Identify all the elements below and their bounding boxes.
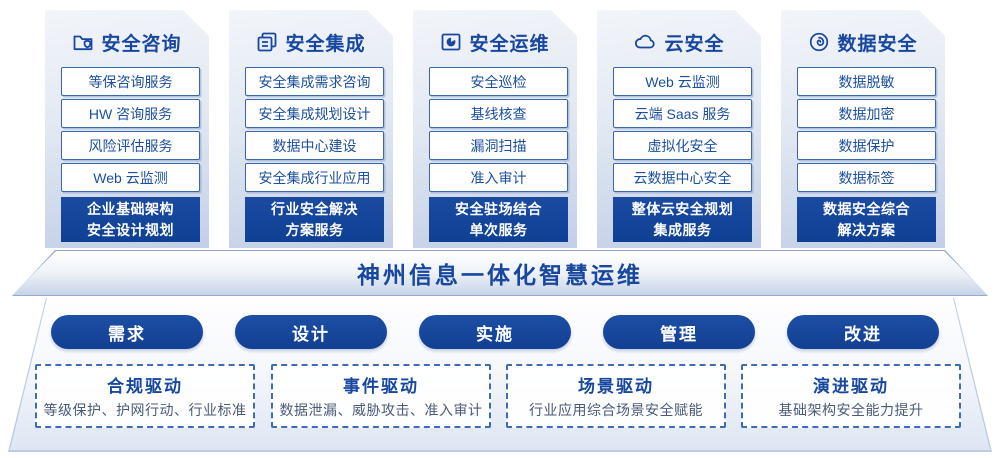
driver-title: 合规驱动 xyxy=(107,377,183,396)
service-item: 安全集成行业应用 xyxy=(245,163,384,192)
service-item: 数据加密 xyxy=(797,99,936,128)
card-header: 安全集成 xyxy=(229,29,393,55)
service-item: Web 云监测 xyxy=(613,67,752,96)
service-item: 数据标签 xyxy=(797,163,936,192)
service-item: 数据脱敏 xyxy=(797,67,936,96)
card-footer: 数据安全综合 解决方案 xyxy=(797,197,936,242)
pill-design: 设计 xyxy=(235,315,387,349)
pill-improvement: 改进 xyxy=(787,315,939,349)
pill-implementation: 实施 xyxy=(419,315,571,349)
card-title: 安全集成 xyxy=(285,33,366,55)
card-footer: 安全驻场结合 单次服务 xyxy=(429,197,568,242)
card-items: 数据脱敏 数据加密 数据保护 数据标签 xyxy=(797,67,936,192)
service-item: 等保咨询服务 xyxy=(61,67,200,96)
footer-line: 整体云安全规划 xyxy=(631,201,734,218)
driver-box-scenario: 场景驱动 行业应用综合场景安全赋能 xyxy=(506,364,726,428)
service-item: 安全巡检 xyxy=(429,67,568,96)
window-clock-icon xyxy=(440,31,462,53)
footer-line: 解决方案 xyxy=(837,221,896,238)
card-footer: 整体云安全规划 集成服务 xyxy=(613,197,752,242)
footer-line: 安全驻场结合 xyxy=(455,201,542,218)
driver-desc: 等级保护、护网行动、行业标准 xyxy=(43,402,247,418)
card-title: 安全运维 xyxy=(469,33,550,55)
card-title: 数据安全 xyxy=(837,33,918,55)
service-item: 数据中心建设 xyxy=(245,131,384,160)
banner-trapezoid: 神州信息一体化智慧运维 xyxy=(0,250,1000,296)
card-data-security: 数据安全 数据脱敏 数据加密 数据保护 数据标签 数据安全综合 解决方案 xyxy=(781,10,945,248)
service-item: 基线核查 xyxy=(429,99,568,128)
card-security-operations: 安全运维 安全巡检 基线核查 漏洞扫描 准入审计 安全驻场结合 单次服务 xyxy=(413,10,577,248)
card-items: 安全巡检 基线核查 漏洞扫描 准入审计 xyxy=(429,67,568,192)
service-item: 准入审计 xyxy=(429,163,568,192)
card-title: 安全咨询 xyxy=(101,33,182,55)
banner-title: 神州信息一体化智慧运维 xyxy=(357,262,643,288)
service-item: 安全集成规划设计 xyxy=(245,99,384,128)
footer-line: 安全设计规划 xyxy=(87,221,174,238)
card-header: 安全运维 xyxy=(413,29,577,55)
pill-requirement: 需求 xyxy=(51,315,203,349)
driver-title: 演进驱动 xyxy=(813,377,889,396)
driver-desc: 行业应用综合场景安全赋能 xyxy=(529,402,703,418)
service-item: 漏洞扫描 xyxy=(429,131,568,160)
pill-management: 管理 xyxy=(603,315,755,349)
driver-desc: 数据泄漏、威胁攻击、准入审计 xyxy=(279,402,483,418)
cloud-icon xyxy=(633,31,657,53)
card-title: 云安全 xyxy=(664,33,725,55)
footer-line: 单次服务 xyxy=(469,221,528,238)
service-item: 风险评估服务 xyxy=(61,131,200,160)
card-cloud-security: 云安全 Web 云监测 云端 Saas 服务 虚拟化安全 云数据中心安全 整体云… xyxy=(597,10,761,248)
card-items: 等保咨询服务 HW 咨询服务 风险评估服务 Web 云监测 xyxy=(61,67,200,192)
service-item: 云数据中心安全 xyxy=(613,163,752,192)
footer-line: 数据安全综合 xyxy=(823,201,910,218)
driver-title: 场景驱动 xyxy=(578,377,654,396)
driver-box-evolution: 演进驱动 基础架构安全能力提升 xyxy=(741,364,961,428)
card-footer: 企业基础架构 安全设计规划 xyxy=(61,197,200,242)
service-item: 云端 Saas 服务 xyxy=(613,99,752,128)
footer-line: 集成服务 xyxy=(653,221,712,238)
footer-line: 方案服务 xyxy=(285,221,344,238)
card-items: Web 云监测 云端 Saas 服务 虚拟化安全 云数据中心安全 xyxy=(613,67,752,192)
card-header: 云安全 xyxy=(597,29,761,55)
stacked-docs-icon xyxy=(256,31,278,53)
footer-line: 企业基础架构 xyxy=(87,201,174,218)
footer-line: 行业安全解决 xyxy=(271,201,358,218)
service-item: 数据保护 xyxy=(797,131,936,160)
card-security-consulting: 安全咨询 等保咨询服务 HW 咨询服务 风险评估服务 Web 云监测 企业基础架… xyxy=(45,10,209,248)
card-footer: 行业安全解决 方案服务 xyxy=(245,197,384,242)
service-item: HW 咨询服务 xyxy=(61,99,200,128)
service-item: 虚拟化安全 xyxy=(613,131,752,160)
service-item: Web 云监测 xyxy=(61,163,200,192)
card-header: 安全咨询 xyxy=(45,29,209,55)
card-header: 数据安全 xyxy=(781,29,945,55)
banner-surface: 神州信息一体化智慧运维 xyxy=(2,251,998,295)
card-items: 安全集成需求咨询 安全集成规划设计 数据中心建设 安全集成行业应用 xyxy=(245,67,384,192)
driver-box-incident: 事件驱动 数据泄漏、威胁攻击、准入审计 xyxy=(271,364,491,428)
fingerprint-icon xyxy=(808,31,830,53)
driver-box-compliance: 合规驱动 等级保护、护网行动、行业标准 xyxy=(35,364,255,428)
folder-shield-icon xyxy=(72,31,94,53)
service-item: 安全集成需求咨询 xyxy=(245,67,384,96)
driver-title: 事件驱动 xyxy=(343,377,419,396)
driver-desc: 基础架构安全能力提升 xyxy=(778,402,924,418)
card-security-integration: 安全集成 安全集成需求咨询 安全集成规划设计 数据中心建设 安全集成行业应用 行… xyxy=(229,10,393,248)
